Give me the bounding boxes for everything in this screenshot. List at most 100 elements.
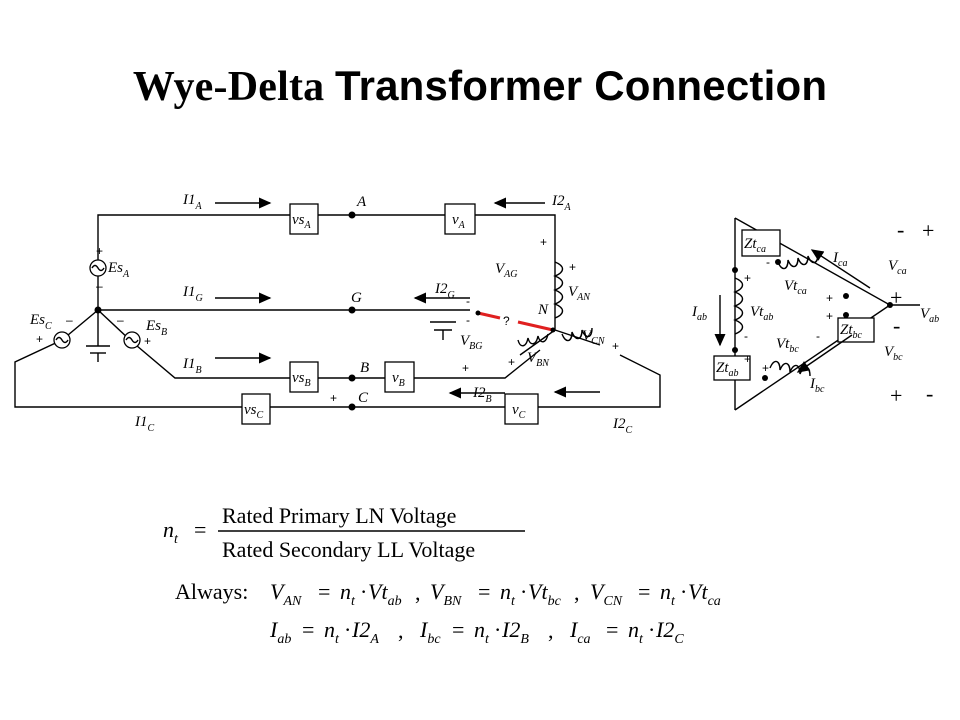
svg-text:EsC: EsC xyxy=(29,312,52,332)
svg-text:Iab: Iab xyxy=(691,304,707,323)
svg-text:·: · xyxy=(648,617,655,642)
svg-text:+: + xyxy=(744,271,751,285)
svg-text:Ica: Ica xyxy=(569,617,591,647)
meter-box-vsC xyxy=(241,393,271,425)
svg-text:VAG: VAG xyxy=(495,261,518,280)
svg-text:VBN: VBN xyxy=(430,579,462,609)
svg-text:vB: vB xyxy=(392,370,405,389)
node-dots xyxy=(94,211,356,411)
svg-text:=: = xyxy=(318,579,330,604)
svg-text:Rated Secondary LL Voltage: Rated Secondary LL Voltage xyxy=(222,537,475,562)
svg-text:=: = xyxy=(194,517,206,542)
svg-text:nt: nt xyxy=(474,617,490,647)
svg-text:G: G xyxy=(351,290,362,306)
svg-text:VCN: VCN xyxy=(582,328,606,347)
svg-text:=: = xyxy=(452,617,464,642)
svg-text:vsC: vsC xyxy=(244,402,264,421)
svg-text:EsB: EsB xyxy=(145,318,167,338)
svg-text:+: + xyxy=(922,218,934,243)
svg-text:=: = xyxy=(302,617,314,642)
svg-text:?: ? xyxy=(503,314,510,328)
svg-text:Ibc: Ibc xyxy=(419,617,441,647)
svg-text:I2A: I2A xyxy=(351,617,379,647)
svg-text:=: = xyxy=(638,579,650,604)
svg-text:I2G: I2G xyxy=(434,281,455,301)
svg-text:C: C xyxy=(358,390,369,406)
svg-text:nt: nt xyxy=(628,617,644,647)
svg-text:–: – xyxy=(96,279,103,293)
svg-text:B: B xyxy=(360,360,369,376)
svg-text:VAN: VAN xyxy=(270,579,302,609)
svg-text:nt: nt xyxy=(340,579,356,609)
always-equations: Always: VAN = nt · Vtab , VBN = nt · Vtb… xyxy=(175,579,721,647)
svg-text:·: · xyxy=(520,579,527,604)
title-part-2: Transformer Connection xyxy=(335,62,828,109)
svg-text:=: = xyxy=(606,617,618,642)
svg-text:+: + xyxy=(462,361,469,375)
svg-text:nt: nt xyxy=(163,517,179,547)
svg-text:vC: vC xyxy=(512,402,526,421)
delta-labels: Ztca Ztab Ztbc Ica Iab Ibc Vtca Vtab Vtb… xyxy=(691,217,939,408)
svg-text:=: = xyxy=(478,579,490,604)
svg-text:Vtbc: Vtbc xyxy=(776,336,799,355)
meter-box-vB xyxy=(384,361,415,393)
svg-text:nt: nt xyxy=(324,617,340,647)
svg-text:I1B: I1B xyxy=(182,356,202,376)
svg-text:vA: vA xyxy=(452,212,466,231)
svg-text:I1C: I1C xyxy=(134,414,155,434)
svg-text:·: · xyxy=(680,579,687,604)
svg-text:Vtab: Vtab xyxy=(368,579,402,609)
svg-text:+: + xyxy=(890,285,902,310)
svg-text:Ztca: Ztca xyxy=(744,236,766,255)
current-arrows xyxy=(215,197,600,399)
svg-text:+: + xyxy=(569,260,576,274)
svg-text:VBG: VBG xyxy=(460,333,483,352)
svg-text:+: + xyxy=(826,309,833,323)
svg-text:Rated Primary LN Voltage: Rated Primary LN Voltage xyxy=(222,503,456,528)
svg-text:Vtbc: Vtbc xyxy=(528,579,562,609)
svg-text:+: + xyxy=(508,355,515,369)
ground-icon xyxy=(86,321,456,362)
svg-text:Ibc: Ibc xyxy=(809,376,825,395)
svg-text:Iab: Iab xyxy=(269,617,291,647)
svg-text:VAN: VAN xyxy=(568,284,591,303)
impedance-box-ztab xyxy=(713,355,751,381)
circuit-labels: I1A I2A I1G I2G I1B I2B I1C I2C vsA vA v… xyxy=(29,192,633,436)
svg-text:-: - xyxy=(893,313,900,338)
svg-text:-: - xyxy=(744,329,748,343)
primary-wiring xyxy=(14,214,661,408)
svg-text:+: + xyxy=(612,339,619,353)
svg-text:+: + xyxy=(96,244,103,258)
svg-text:,: , xyxy=(415,580,421,605)
svg-text:-: - xyxy=(897,217,904,242)
svg-text:+: + xyxy=(36,332,43,346)
svg-text:Vab: Vab xyxy=(920,306,939,325)
svg-text:N: N xyxy=(537,302,549,318)
svg-text:I1G: I1G xyxy=(182,284,203,304)
svg-text:EsA: EsA xyxy=(107,260,130,280)
svg-text:I2C: I2C xyxy=(655,617,684,647)
page-title: Wye-Delta Transformer Connection xyxy=(0,62,960,111)
svg-text:+: + xyxy=(890,383,902,408)
svg-text:Ica: Ica xyxy=(832,250,847,269)
svg-text:+: + xyxy=(540,235,547,249)
svg-text:I2B: I2B xyxy=(472,385,492,405)
svg-text:Ztab: Ztab xyxy=(716,360,739,379)
svg-text:Vtca: Vtca xyxy=(784,278,807,297)
svg-text:-: - xyxy=(466,294,470,308)
svg-text:-: - xyxy=(816,329,820,343)
title-part-1: Wye-Delta xyxy=(132,64,325,110)
svg-text:I2B: I2B xyxy=(501,617,529,647)
svg-text:vsA: vsA xyxy=(292,212,312,231)
svg-text:·: · xyxy=(494,617,501,642)
meter-box-vsA xyxy=(289,203,319,235)
svg-text:VCN: VCN xyxy=(590,579,623,609)
svg-text:A: A xyxy=(356,194,367,210)
svg-text:,: , xyxy=(574,580,580,605)
svg-text:I2C: I2C xyxy=(612,416,633,436)
neutral-jumper xyxy=(475,310,556,333)
svg-text:Vtca: Vtca xyxy=(688,579,721,609)
svg-text:·: · xyxy=(360,579,367,604)
svg-text:-: - xyxy=(926,381,933,406)
source-symbols xyxy=(53,259,141,349)
